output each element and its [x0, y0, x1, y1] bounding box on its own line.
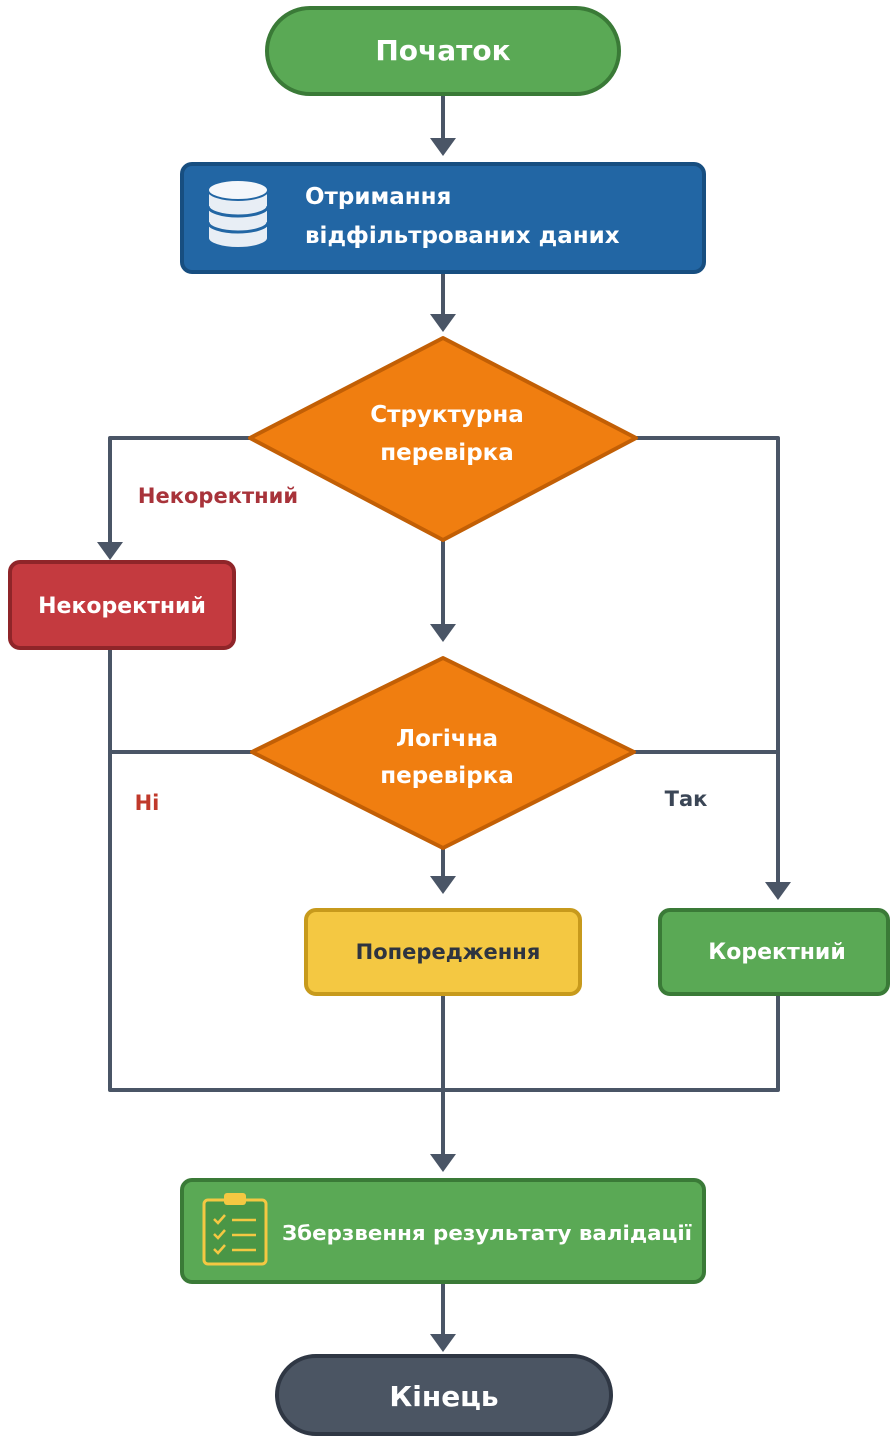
valid-label: Коректний: [708, 940, 845, 965]
node-logical-check: Логічна перевірка: [250, 656, 636, 850]
clipboard-checklist-icon: [202, 1193, 268, 1266]
arrowhead-merge-to-save: [430, 1154, 456, 1172]
arrowhead-fetch-to-structural: [430, 314, 456, 332]
arrowhead-structural-to-invalid: [97, 542, 123, 560]
structural-check-label-line1: Структурна: [370, 402, 523, 428]
edge-structural-to-valid: [634, 436, 780, 886]
start-label: Початок: [375, 34, 510, 67]
logical-check-label-line1: Логічна: [396, 726, 498, 752]
node-invalid: Некоректний: [8, 560, 236, 650]
arrowhead-structural-to-valid: [765, 882, 791, 900]
edges: [97, 90, 791, 1352]
arrowhead-logical-to-warning: [430, 876, 456, 894]
fetch-label-line1: Отримання: [305, 184, 451, 210]
logical-check-label-line2: перевірка: [380, 763, 514, 789]
edge-label-yes: Так: [665, 787, 708, 811]
node-start: Початок: [265, 6, 621, 96]
arrowhead-structural-to-logical: [430, 624, 456, 642]
edge-label-no: Ні: [135, 791, 160, 815]
fetch-label-line2: відфільтрованих даних: [305, 223, 620, 249]
node-valid: Коректний: [658, 908, 890, 996]
arrowhead-start-to-fetch: [430, 138, 456, 156]
edge-structural-to-invalid: [108, 436, 252, 546]
database-icon: [206, 179, 270, 249]
node-fetch-data: Отримання відфільтрованих даних: [180, 162, 706, 274]
edge-label-invalid: Некоректний: [138, 484, 298, 508]
node-warning: Попередження: [304, 908, 582, 996]
edge-valid-to-merge: [441, 992, 780, 1092]
node-end: Кінець: [275, 1354, 613, 1436]
arrowhead-save-to-end: [430, 1334, 456, 1352]
structural-check-label-line2: перевірка: [380, 440, 514, 466]
node-save-results: Зберзвення результату валідації: [180, 1178, 706, 1284]
warning-label: Попередження: [356, 940, 541, 964]
node-structural-check: Структурна перевірка: [248, 336, 638, 542]
save-results-label: Зберзвення результату валідації: [282, 1221, 692, 1245]
edge-invalid-to-merge: [108, 646, 445, 1092]
invalid-label: Некоректний: [38, 594, 206, 619]
end-label: Кінець: [389, 1380, 498, 1413]
